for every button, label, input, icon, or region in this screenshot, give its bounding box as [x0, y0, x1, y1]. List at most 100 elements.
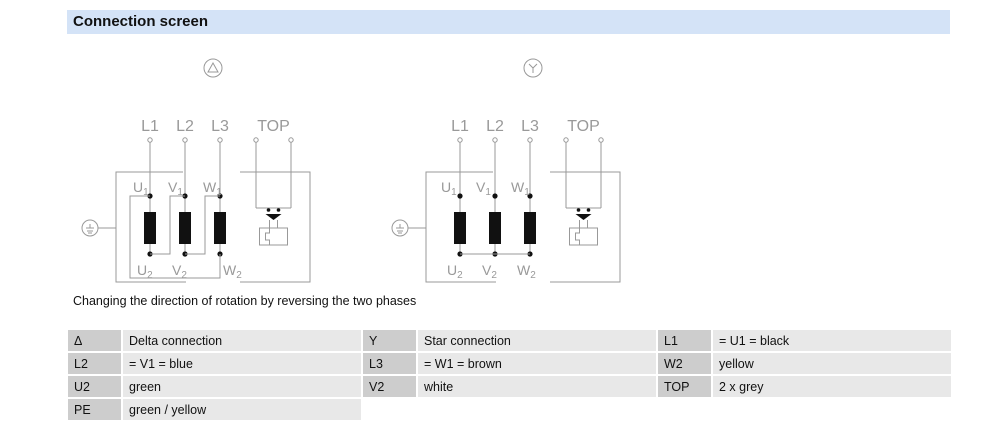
terminal-subscript: 2 — [181, 270, 187, 281]
legend-key — [658, 399, 711, 420]
terminal-label-bottom: U2 — [447, 262, 463, 281]
winding-coil — [454, 212, 466, 244]
legend-key: Y — [363, 330, 416, 351]
legend-value: Star connection — [418, 330, 656, 351]
legend-value: green — [123, 376, 361, 397]
terminal-subscript: 2 — [457, 270, 463, 281]
legend-value: = V1 = blue — [123, 353, 361, 374]
terminal-letter: W — [517, 262, 531, 278]
legend-value: 2 x grey — [713, 376, 951, 397]
line-label-L3: L3 — [211, 118, 229, 135]
node-dot — [527, 193, 533, 199]
section-header: Connection screen — [67, 10, 950, 34]
terminal — [563, 137, 569, 143]
node-dot — [276, 208, 281, 212]
terminal-subscript: 2 — [236, 270, 242, 281]
winding-coil — [144, 212, 156, 244]
legend-key — [363, 399, 416, 420]
terminal-subscript: 1 — [177, 187, 183, 198]
enclosure — [550, 171, 621, 283]
legend-key: L2 — [68, 353, 121, 374]
line-label-L1: L1 — [141, 118, 159, 135]
legend-key: PE — [68, 399, 121, 420]
terminal-subscript: 2 — [491, 270, 497, 281]
legend-key: L3 — [363, 353, 416, 374]
enclosure — [240, 171, 311, 283]
terminal-label-bottom: V2 — [172, 262, 187, 281]
legend-key: L1 — [658, 330, 711, 351]
terminal — [217, 137, 223, 143]
line-label-L2: L2 — [176, 118, 194, 135]
terminal-subscript: 1 — [451, 187, 457, 198]
terminal-label-top: U1 — [441, 179, 457, 198]
terminal — [288, 137, 294, 143]
line-label-L2: L2 — [486, 118, 504, 135]
delta-symbol-icon — [207, 61, 219, 73]
winding-coil — [489, 212, 501, 244]
legend-key: Δ — [68, 330, 121, 351]
legend-key: TOP — [658, 376, 711, 397]
node-dot — [457, 193, 463, 199]
delta-wire — [150, 195, 185, 255]
terminal-subscript: 1 — [524, 187, 530, 198]
terminal-letter: V — [476, 179, 486, 195]
legend-key: V2 — [363, 376, 416, 397]
legend-key: U2 — [68, 376, 121, 397]
legend-value: = W1 = brown — [418, 353, 656, 374]
delta-wire — [129, 195, 221, 279]
terminal-letter: U — [133, 179, 143, 195]
terminal — [147, 137, 153, 143]
node-dot — [576, 208, 581, 212]
node-dot — [266, 208, 271, 212]
connection-symbol-circle — [203, 58, 223, 78]
legend-key: W2 — [658, 353, 711, 374]
line-label-L1: L1 — [451, 118, 469, 135]
thermal-protector-icon — [259, 227, 288, 246]
top-label: TOP — [567, 118, 600, 135]
terminal-label-bottom: W2 — [223, 262, 242, 281]
terminal-label-top: V1 — [476, 179, 491, 198]
terminal-letter: U — [137, 262, 147, 278]
legend-value — [418, 399, 656, 420]
terminal-subscript: 1 — [485, 187, 491, 198]
connection-symbol-circle — [523, 58, 543, 78]
rotation-caption: Changing the direction of rotation by re… — [73, 294, 417, 308]
terminal — [598, 137, 604, 143]
legend-value — [713, 399, 951, 420]
terminal-label-bottom: W2 — [517, 262, 536, 281]
terminal-subscript: 1 — [216, 187, 222, 198]
winding-coil — [214, 212, 226, 244]
terminal-letter: W — [511, 179, 525, 195]
terminal-subscript: 2 — [147, 270, 153, 281]
legend-value: Delta connection — [123, 330, 361, 351]
top-label: TOP — [257, 118, 290, 135]
terminal-label-top: V1 — [168, 179, 183, 198]
terminal-letter: W — [223, 262, 237, 278]
terminal — [527, 137, 533, 143]
star-symbol-icon — [528, 63, 538, 73]
terminal-letter: V — [482, 262, 492, 278]
node-dot — [492, 193, 498, 199]
thermal-protector-icon — [569, 227, 598, 246]
terminal — [182, 137, 188, 143]
terminal-label-top: U1 — [133, 179, 149, 198]
terminal-label-top: W1 — [203, 179, 222, 198]
delta-wire — [185, 195, 220, 255]
terminal — [492, 137, 498, 143]
terminal-label-bottom: V2 — [482, 262, 497, 281]
terminal — [253, 137, 259, 143]
terminal-label-bottom: U2 — [137, 262, 153, 281]
node-dot — [586, 208, 591, 212]
terminal-label-top: W1 — [511, 179, 530, 198]
terminal-letter: V — [172, 262, 182, 278]
line-label-L3: L3 — [521, 118, 539, 135]
legend-value: yellow — [713, 353, 951, 374]
legend-value: = U1 = black — [713, 330, 951, 351]
